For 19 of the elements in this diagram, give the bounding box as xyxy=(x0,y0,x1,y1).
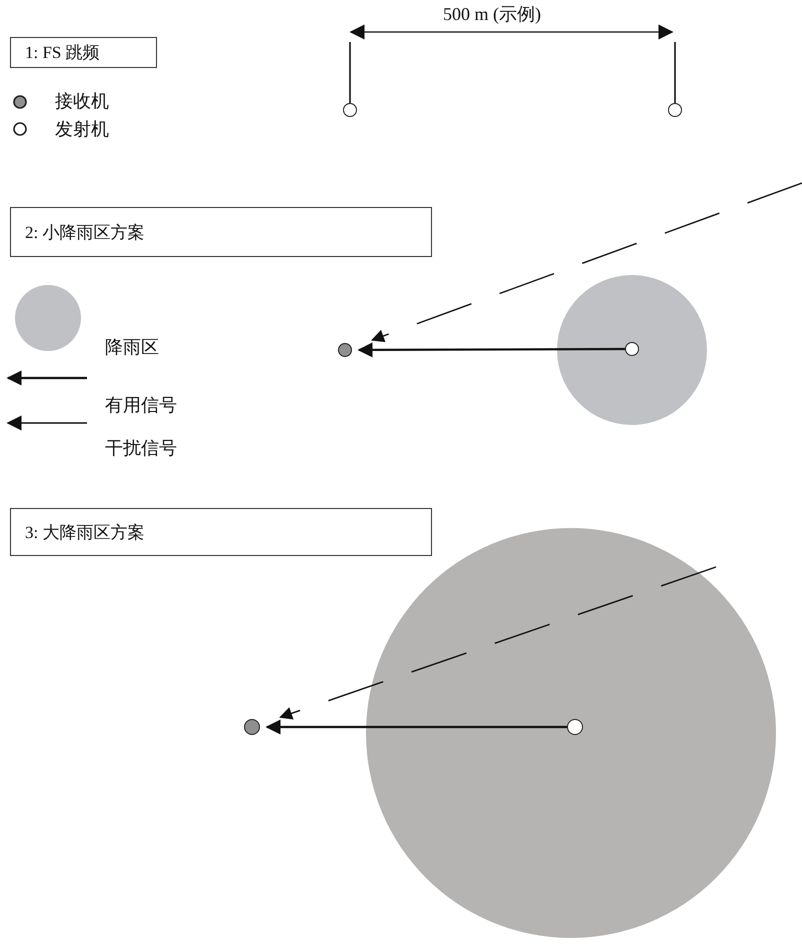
signal-arrow xyxy=(266,720,567,734)
legend-text: 干扰信号 xyxy=(105,439,177,457)
title-box: 2: 小降雨区方案 xyxy=(10,207,432,257)
receiver-symbol xyxy=(338,343,352,357)
dimension-label: 500 m (示例) xyxy=(443,5,541,23)
title-box: 3: 大降雨区方案 xyxy=(10,508,432,556)
legend-text: 发射机 xyxy=(55,120,109,138)
transmitter-symbol xyxy=(343,103,357,117)
receiver-symbol xyxy=(244,719,260,735)
legend-text: 降雨区 xyxy=(105,338,159,356)
transmitter-symbol xyxy=(668,103,682,117)
transmitter-symbol xyxy=(625,342,639,356)
interference-arrow xyxy=(371,182,802,342)
legend-text: 接收机 xyxy=(55,92,109,110)
title-box: 1: FS 跳频 xyxy=(10,37,157,68)
interference-arrow xyxy=(279,566,716,720)
legend-text: 有用信号 xyxy=(105,396,177,414)
transmitter-symbol xyxy=(567,719,583,735)
signal-arrow xyxy=(358,342,625,358)
